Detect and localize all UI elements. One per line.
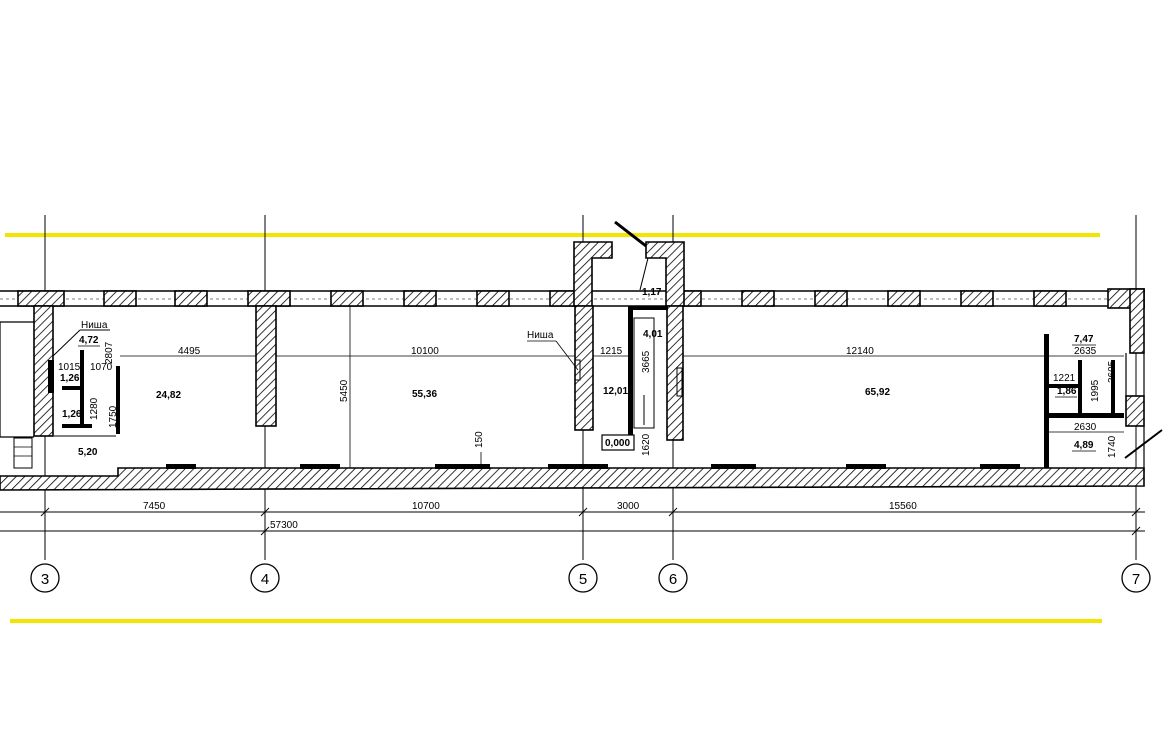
axis-bubble [250, 563, 280, 593]
room-area: 65,92 [865, 387, 890, 398]
axis-label: 3 [41, 571, 49, 588]
room-area: 24,82 [156, 390, 181, 401]
top-wall [0, 288, 1145, 309]
dimension-label: 1070 [90, 362, 113, 373]
dimension-label: 10700 [412, 501, 440, 512]
dimension-label: 12140 [846, 346, 874, 357]
dimension-label: 3000 [617, 501, 640, 512]
room-area: 4,01 [643, 329, 663, 340]
right-wall [1124, 288, 1163, 472]
room-area-labels: 4,72 1,26 1,26 24,82 5,20 55,36 1,17 4,0… [60, 287, 1094, 458]
axis-markers: 3 4 5 6 7 [30, 563, 1151, 593]
outer-dimension-lines [0, 505, 1145, 540]
room-area: 7,47 [1074, 334, 1094, 345]
axis-label: 6 [669, 571, 677, 588]
dimension-label: 1740 [1107, 435, 1118, 458]
axis-bubble [1121, 563, 1151, 593]
dimension-label: 1015 [58, 362, 81, 373]
inner-dimension-labels: 4495 10100 1215 12140 2635 2630 1221 [178, 346, 1097, 433]
axis-bubble [658, 563, 688, 593]
room-area: 55,36 [412, 389, 437, 400]
room-area: 1,26 [60, 373, 80, 384]
dimension-label: 3665 [641, 350, 652, 373]
room-area: 4,72 [79, 335, 99, 346]
room-area: 12,01 [603, 386, 628, 397]
room-area: 1,26 [62, 409, 82, 420]
axis-label: 4 [261, 571, 269, 588]
level-mark-box [601, 434, 635, 451]
dimension-label: 10100 [411, 346, 439, 357]
bottom-wall [0, 464, 1145, 491]
dimension-label: 2807 [104, 341, 115, 364]
dimension-label: 1280 [89, 397, 100, 420]
room-area: 1,86 [1057, 386, 1077, 397]
axis-label: 7 [1132, 571, 1140, 588]
dimension-label: 1620 [641, 433, 652, 456]
axis-bubble [30, 563, 60, 593]
dimension-label: 7450 [143, 501, 166, 512]
interior-walls [0, 305, 1124, 469]
dimension-label: 1221 [1053, 373, 1076, 384]
dimension-label: 1750 [108, 405, 119, 428]
dimension-label: 15560 [889, 501, 917, 512]
axis-bubble [568, 563, 598, 593]
dimension-label: 2630 [1074, 422, 1097, 433]
axis-label: 5 [579, 571, 587, 588]
dimension-label: 5450 [339, 379, 350, 402]
dimension-label: 1215 [600, 346, 623, 357]
dimension-label: 2635 [1074, 346, 1097, 357]
entrance-bay-walls [573, 220, 685, 307]
dimension-label: 4495 [178, 346, 201, 357]
dimension-label: 1995 [1090, 379, 1101, 402]
dimension-label: 3605 [1107, 360, 1118, 383]
level-mark: 0,000 [605, 438, 630, 449]
interior-dimension-lines [120, 306, 1124, 468]
niche-label: Ниша [81, 320, 108, 331]
total-dimension-label: 57300 [270, 520, 298, 531]
room-area: 5,20 [78, 447, 98, 458]
dimension-label: 150 [474, 431, 485, 448]
outer-dimension-labels: 7450 10700 3000 15560 57300 [143, 501, 917, 531]
vertical-dimension-labels: 2807 1070 1015 1280 1750 5450 150 3665 1… [58, 341, 1118, 458]
room-area: 4,89 [1074, 440, 1094, 451]
room-area: 1,17 [642, 287, 662, 298]
niche-label: Ниша [527, 330, 554, 341]
